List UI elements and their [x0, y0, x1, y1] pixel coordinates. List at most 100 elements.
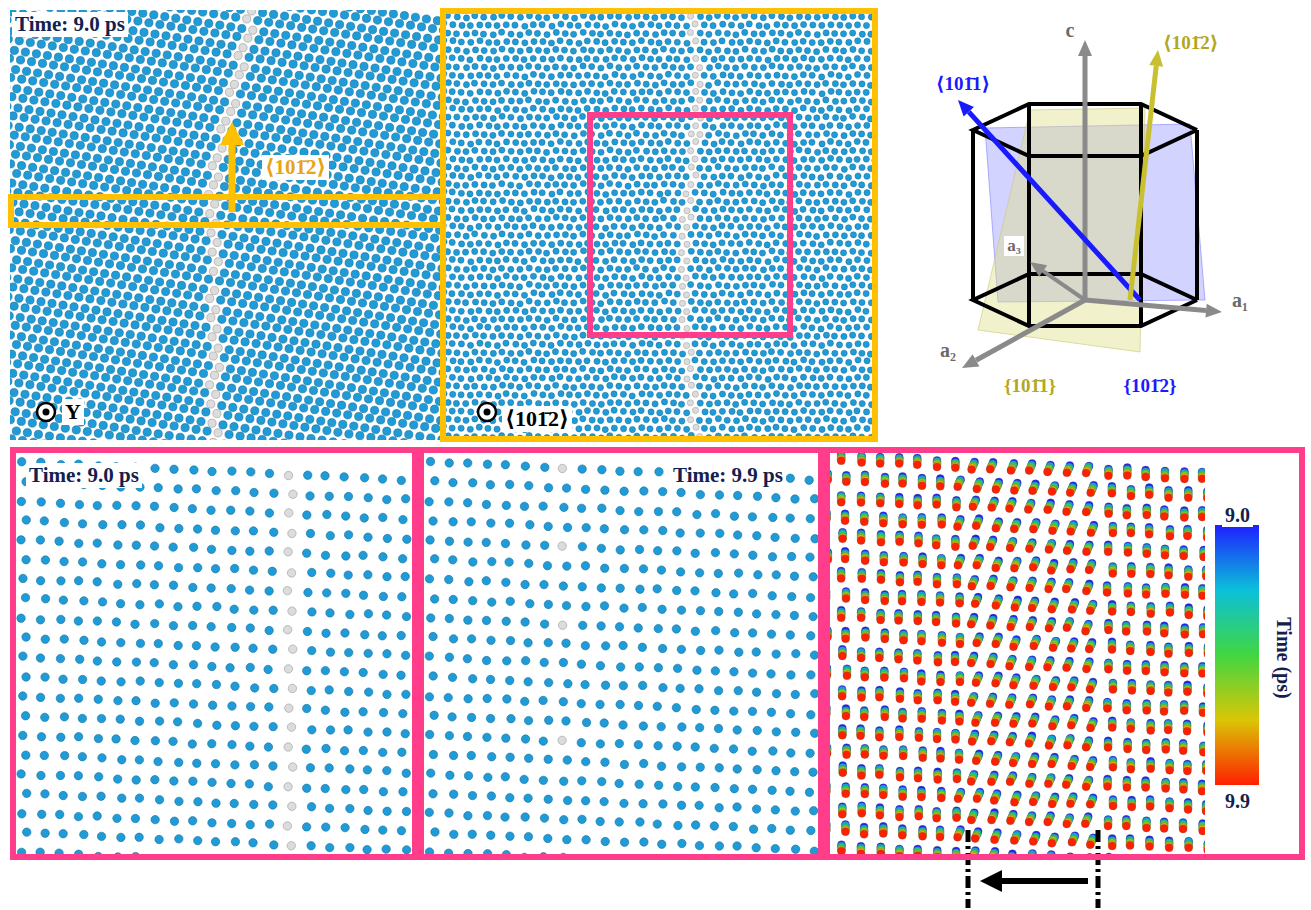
- atom: [175, 243, 183, 251]
- atom: [64, 207, 72, 215]
- atom: [355, 241, 363, 249]
- atom: [88, 333, 96, 341]
- atom: [266, 37, 274, 45]
- atom: [125, 396, 133, 404]
- atom: [209, 181, 217, 189]
- atom: [242, 186, 250, 194]
- atom: [71, 236, 79, 244]
- atom: [428, 282, 436, 290]
- atom: [307, 92, 315, 100]
- atom: [74, 274, 82, 282]
- atom: [155, 363, 163, 371]
- atom: [65, 55, 73, 63]
- atom: [230, 423, 238, 431]
- atom: [246, 159, 254, 167]
- atom: [261, 389, 269, 397]
- atom: [229, 403, 237, 411]
- atom: [10, 187, 11, 195]
- atom: [209, 352, 217, 360]
- atom: [313, 359, 321, 367]
- atom: [16, 56, 24, 64]
- atom: [17, 417, 25, 425]
- atom: [120, 234, 128, 242]
- atom: [78, 351, 86, 359]
- atom: [409, 231, 417, 239]
- atom: [209, 438, 217, 440]
- atom: [207, 400, 215, 408]
- atom: [173, 376, 181, 384]
- atom: [38, 317, 46, 325]
- atom: [176, 433, 184, 440]
- atom: [288, 212, 296, 220]
- atom: [486, 39, 492, 45]
- atom: [418, 213, 426, 221]
- atom: [534, 30, 540, 36]
- atom: [42, 374, 50, 382]
- atom: [389, 95, 397, 103]
- atom: [214, 258, 222, 266]
- atom: [244, 205, 252, 213]
- atom: [19, 265, 27, 273]
- atom: [76, 228, 84, 236]
- atom: [371, 64, 379, 72]
- atom: [299, 129, 307, 137]
- atom: [200, 285, 208, 293]
- atom: [517, 32, 523, 38]
- atom: [397, 39, 405, 47]
- atom: [361, 253, 369, 261]
- atom: [390, 114, 398, 122]
- atom: [607, 14, 613, 19]
- atom: [420, 232, 428, 240]
- atom: [406, 21, 414, 29]
- atom: [304, 35, 312, 43]
- atom: [410, 336, 418, 344]
- atom: [245, 140, 253, 148]
- atom: [268, 247, 276, 255]
- atom: [131, 407, 139, 415]
- atom: [198, 179, 206, 187]
- atom: [769, 14, 775, 19]
- atom: [343, 136, 351, 144]
- atom: [236, 347, 244, 355]
- atom: [38, 146, 46, 154]
- atom: [388, 333, 396, 341]
- atom: [404, 240, 412, 248]
- atom: [181, 339, 189, 347]
- atom: [430, 130, 438, 138]
- atom: [71, 151, 79, 159]
- atom: [30, 267, 38, 275]
- atom: [307, 348, 315, 356]
- atom: [76, 141, 84, 149]
- atom: [678, 15, 684, 21]
- atom: [270, 372, 278, 380]
- atom: [262, 408, 270, 416]
- atom: [136, 398, 144, 406]
- atom: [405, 88, 413, 96]
- atom: [48, 128, 56, 136]
- atom: [212, 390, 220, 398]
- atom: [307, 263, 315, 271]
- atom: [226, 365, 234, 373]
- atom: [49, 61, 57, 69]
- atom: [411, 184, 419, 192]
- atom: [59, 215, 67, 223]
- atom: [95, 87, 103, 95]
- atom: [264, 276, 272, 284]
- atom: [819, 22, 825, 28]
- atom: [241, 338, 249, 346]
- atom: [53, 290, 61, 298]
- atom: [106, 89, 114, 97]
- atom: [724, 30, 730, 36]
- atom: [376, 141, 384, 149]
- atom: [54, 395, 62, 403]
- atom: [172, 99, 180, 107]
- atom: [208, 248, 216, 256]
- atom: [131, 150, 139, 158]
- atom: [115, 71, 123, 79]
- atom: [256, 141, 264, 149]
- atom: [687, 29, 693, 35]
- atom: [265, 380, 273, 388]
- atom: [393, 410, 401, 418]
- atom: [47, 365, 55, 373]
- atom: [858, 14, 864, 20]
